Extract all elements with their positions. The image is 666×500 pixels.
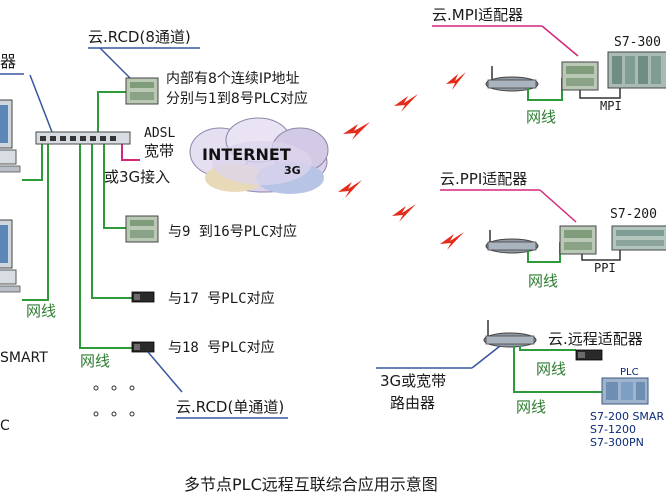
- plc-18-device: [131, 341, 155, 353]
- rcd8-note-line1: 内部有8个连续IP地址: [166, 70, 299, 87]
- plc-model-2: S7-1200: [590, 423, 636, 436]
- wire-switch-plc17: [91, 142, 132, 299]
- ppi-label: PPI: [594, 261, 616, 275]
- wire-label-left2: 网线: [80, 352, 110, 370]
- remote-router: [483, 320, 537, 348]
- mpi-adapter-label: 云.MPI适配器: [432, 6, 523, 24]
- broadband-label: 宽带: [144, 142, 174, 160]
- router-label-line2: 路由器: [390, 394, 435, 412]
- wire-switch-plc9: [103, 142, 126, 229]
- rcd-single-leader: [147, 351, 183, 393]
- wire-label-remote2: 网线: [516, 398, 546, 416]
- s7-200-label: S7-200: [610, 207, 657, 222]
- left-computers: [0, 99, 21, 293]
- wire-switch-adsl: [121, 142, 140, 161]
- internet-cloud: [189, 117, 329, 194]
- rcd8-note-line2: 分别与1到8号PLC对应: [166, 90, 308, 107]
- wire-label-ppi: 网线: [528, 272, 558, 290]
- remote-adapter-device: [575, 349, 603, 361]
- plc-9-16-device: [125, 215, 159, 243]
- remote-adapter-label: 云.远程适配器: [548, 330, 643, 348]
- mpi-router: [485, 66, 539, 92]
- ppi-adapter-leader: [539, 189, 577, 223]
- remote-plc: [601, 377, 649, 405]
- left-top-partial-label: 器: [0, 52, 16, 71]
- s7-300-label: S7-300: [614, 35, 661, 50]
- c-partial-label: C: [0, 418, 10, 434]
- computer-top: [0, 99, 21, 173]
- ethernet-lines: [22, 91, 132, 349]
- ppi-adapter-device: [559, 225, 597, 255]
- remote-wires: [513, 346, 602, 393]
- mpi-cable: [579, 86, 621, 99]
- more-devices-dots: [93, 385, 135, 417]
- plc-17-label: 与17 号PLC对应: [168, 290, 275, 307]
- internet-3g-label: 3G: [284, 164, 301, 177]
- wireless-links: [338, 72, 466, 250]
- lightning-2: [446, 72, 466, 90]
- wire-label-mpi: 网线: [526, 108, 556, 126]
- wire-label-left1: 网线: [26, 302, 56, 320]
- s7-200-plc: [611, 225, 666, 251]
- computer-bottom: [0, 219, 21, 293]
- rcd8-device: [125, 77, 159, 105]
- wire-switch-computer1: [22, 142, 43, 181]
- mpi-adapter-device: [561, 61, 599, 91]
- router-label-line1: 3G或宽带: [380, 372, 446, 390]
- lightning-6: [440, 232, 464, 250]
- s7-300-plc: [607, 51, 666, 89]
- plc-18-label: 与18 号PLC对应: [168, 339, 275, 356]
- adsl-label: ADSL: [144, 126, 175, 141]
- or-3g-label: 或3G接入: [104, 168, 170, 186]
- ppi-cable: [581, 250, 621, 261]
- plc-17-device: [131, 291, 155, 303]
- wire-switch-computer2: [22, 142, 49, 301]
- mpi-label: MPI: [600, 99, 622, 113]
- plc-model-3: S7-300PN: [590, 436, 644, 449]
- wire-switch-rcd8: [97, 91, 126, 142]
- router-leader: [471, 345, 501, 369]
- mpi-adapter-leader: [541, 25, 579, 57]
- lightning-5: [392, 204, 416, 222]
- rcd8-label: 云.RCD(8通道): [88, 28, 191, 46]
- wire-label-remote1: 网线: [536, 360, 566, 378]
- rcd8-leader: [99, 47, 131, 79]
- rcd-single-label: 云.RCD(单通道): [176, 398, 284, 416]
- lightning-4: [338, 180, 362, 198]
- plc-9-16-label: 与9 到16号PLC对应: [168, 223, 297, 240]
- left-top-leader: [29, 74, 53, 133]
- diagram-caption: 多节点PLC远程互联综合应用示意图: [184, 475, 438, 494]
- lightning-1: [343, 122, 370, 140]
- wire-switch-plc18: [79, 142, 132, 349]
- smart-partial-label: SMART: [0, 350, 48, 366]
- internet-label: INTERNET: [202, 145, 291, 164]
- plc-box-label: PLC: [620, 367, 639, 378]
- ppi-router: [485, 230, 539, 254]
- network-switch: [35, 131, 131, 145]
- ppi-adapter-label: 云.PPI适配器: [440, 170, 527, 188]
- lightning-3: [394, 94, 418, 112]
- plc-model-1: S7-200 SMAR: [590, 410, 664, 423]
